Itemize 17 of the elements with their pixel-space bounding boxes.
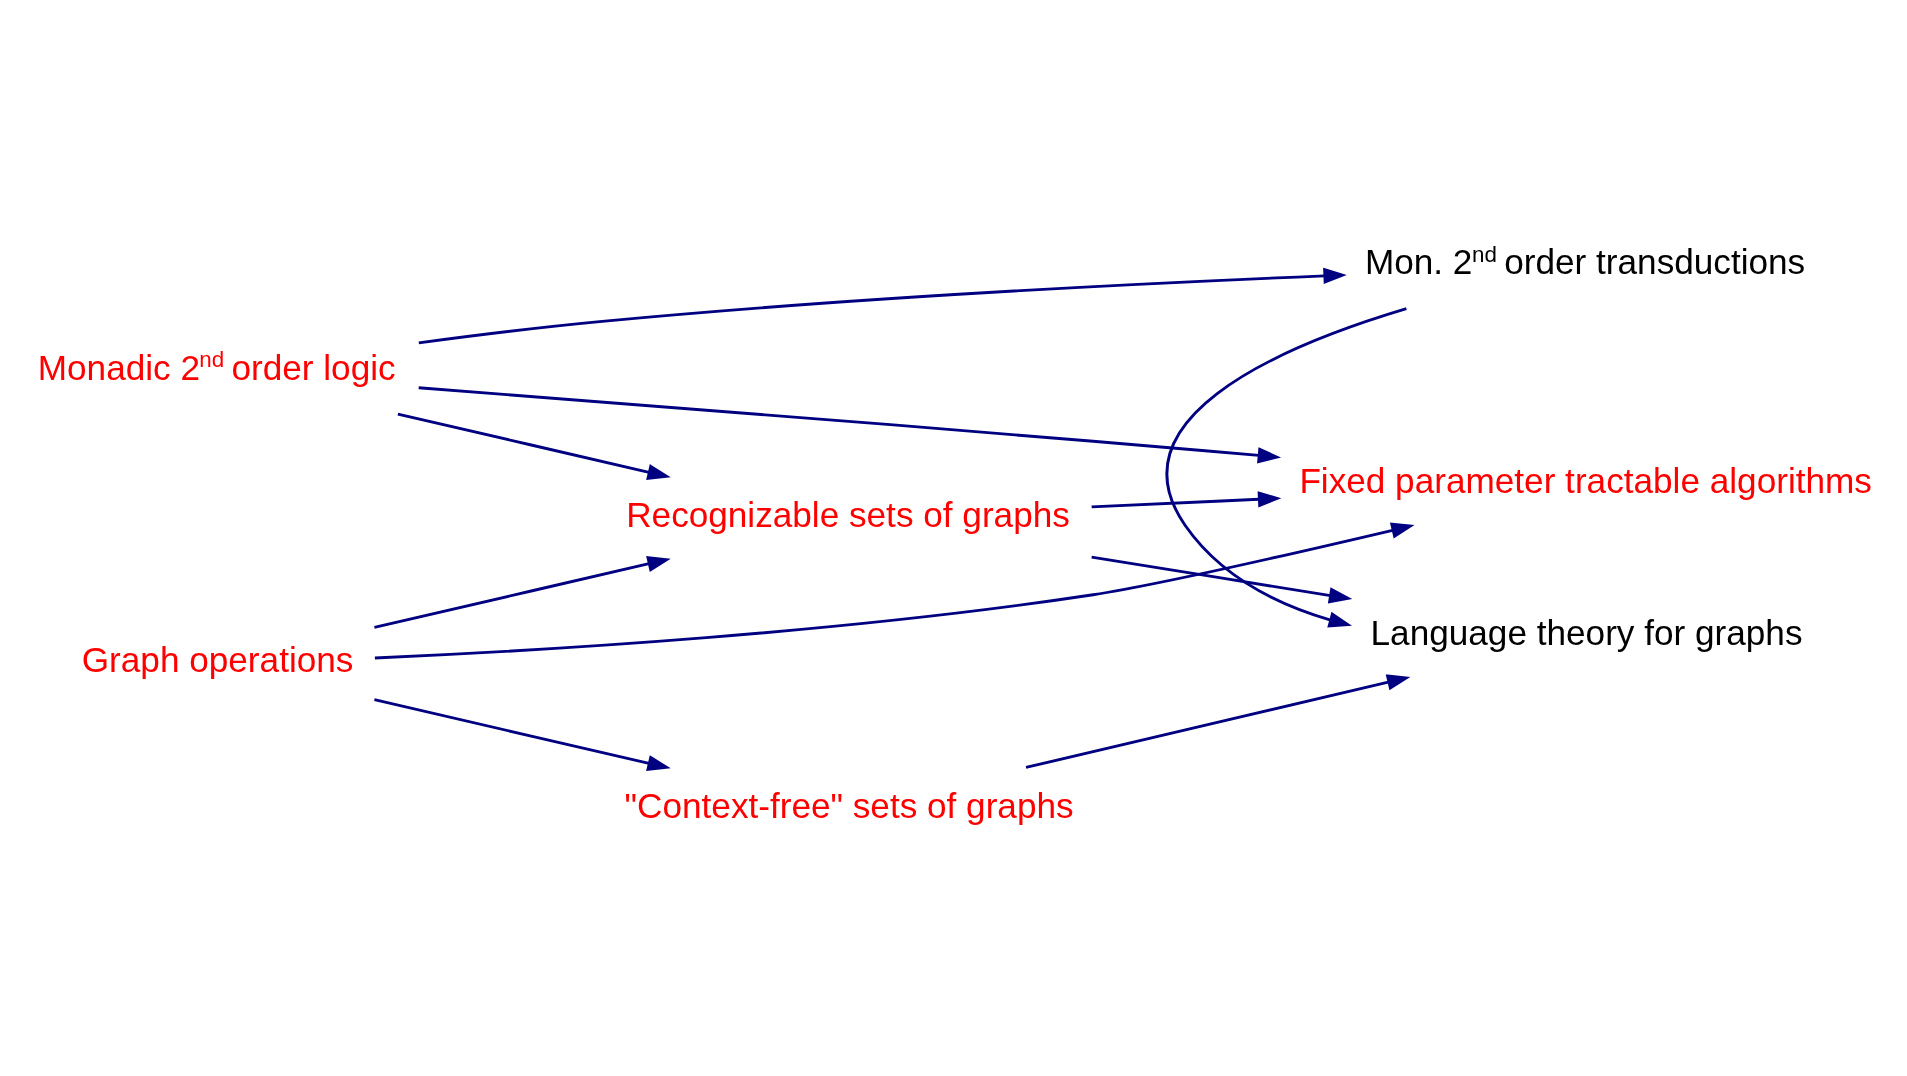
arrow (397, 412, 671, 481)
arrow (1090, 555, 1352, 604)
node-text: Fixed parameter tractable algorithms (1298, 461, 1872, 501)
arrow (373, 555, 671, 629)
arrow (373, 698, 671, 772)
arrow (418, 267, 1347, 345)
node-text: "Context-free" sets of graphs (624, 785, 1074, 825)
arrow (1165, 307, 1407, 628)
arrow (1091, 491, 1281, 509)
node-text: Language theory for graphs (1370, 613, 1802, 653)
arrow (374, 522, 1415, 660)
node-text: Mon. 2$^{nd}$ order transductions (1364, 241, 1805, 282)
node-text: Monadic 2$^{nd}$ order logic (37, 347, 396, 387)
node-text: Graph operations (81, 640, 353, 680)
arrow (1025, 674, 1410, 769)
arrow (418, 386, 1281, 464)
node-text: Recognizable sets of graphs (625, 494, 1070, 534)
